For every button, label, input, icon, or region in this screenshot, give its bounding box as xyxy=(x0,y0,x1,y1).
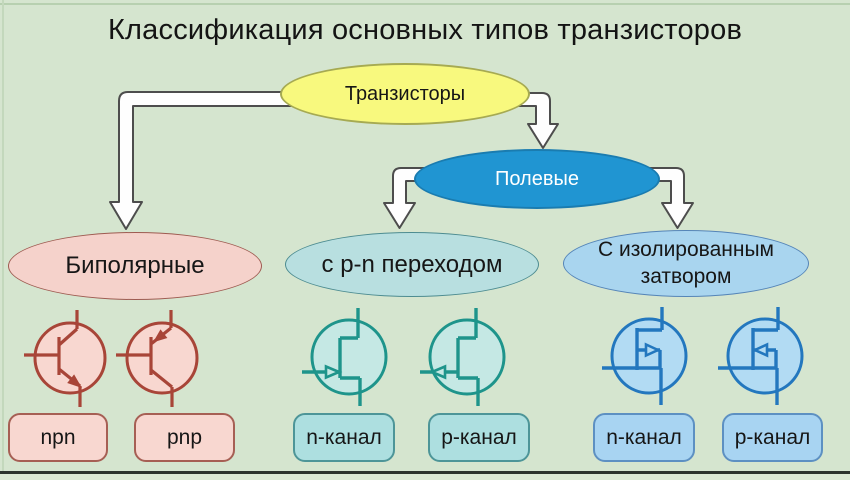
left-border-line xyxy=(2,0,4,480)
node-insulated-gate-label-line1: С изолированным xyxy=(597,238,774,262)
tag-npn: npn xyxy=(8,413,108,462)
npn-transistor-symbol-icon xyxy=(24,310,107,407)
tag-mosfet-p-channel-label: p-канал xyxy=(734,425,811,449)
tag-pnp-label: pnp xyxy=(166,425,203,449)
tag-jfet-p-channel: p-канал xyxy=(428,413,530,462)
top-border-line xyxy=(0,3,850,5)
node-insulated-gate: С изолированным затвором xyxy=(563,230,809,297)
mosfet-p-channel-symbol-icon xyxy=(718,307,804,405)
tag-pnp: pnp xyxy=(134,413,235,462)
tag-mosfet-n-channel-label: n-канал xyxy=(606,425,682,449)
node-transistors-label: Транзисторы xyxy=(344,82,466,105)
tag-mosfet-n-channel: n-канал xyxy=(593,413,695,462)
tag-jfet-p-channel-label: p-канал xyxy=(441,425,517,449)
tag-jfet-n-channel-label: n-канал xyxy=(306,425,382,449)
node-pn-junction: с p-n переходом xyxy=(285,232,539,297)
arrow-field-effect-to-insulated-gate-icon xyxy=(644,167,694,229)
jfet-n-channel-symbol-icon xyxy=(302,308,388,406)
jfet-p-channel-symbol-icon xyxy=(420,308,506,406)
pnp-transistor-symbol-icon xyxy=(116,310,199,407)
node-transistors: Транзисторы xyxy=(280,63,530,125)
node-insulated-gate-label-line2: затвором xyxy=(640,264,732,288)
mosfet-n-channel-symbol-icon xyxy=(602,307,688,405)
arrow-transistors-to-bipolar-icon xyxy=(109,91,301,230)
bottom-border-line xyxy=(0,471,850,474)
node-field-effect: Полевые xyxy=(414,149,660,209)
page-title: Классификация основных типов транзисторо… xyxy=(107,13,743,46)
tag-npn-label: npn xyxy=(40,425,76,449)
tag-jfet-n-channel: n-канал xyxy=(293,413,395,462)
tag-mosfet-p-channel: p-канал xyxy=(722,413,823,462)
bottom-border-strip xyxy=(0,474,850,480)
node-bipolar-label: Биполярные xyxy=(65,252,205,279)
arrow-transistors-to-field-effect-icon xyxy=(517,92,559,149)
node-bipolar: Биполярные xyxy=(8,232,262,300)
node-pn-junction-label: с p-n переходом xyxy=(321,250,503,278)
node-field-effect-label: Полевые xyxy=(495,167,579,190)
arrow-field-effect-to-pn-junction-icon xyxy=(383,167,431,229)
